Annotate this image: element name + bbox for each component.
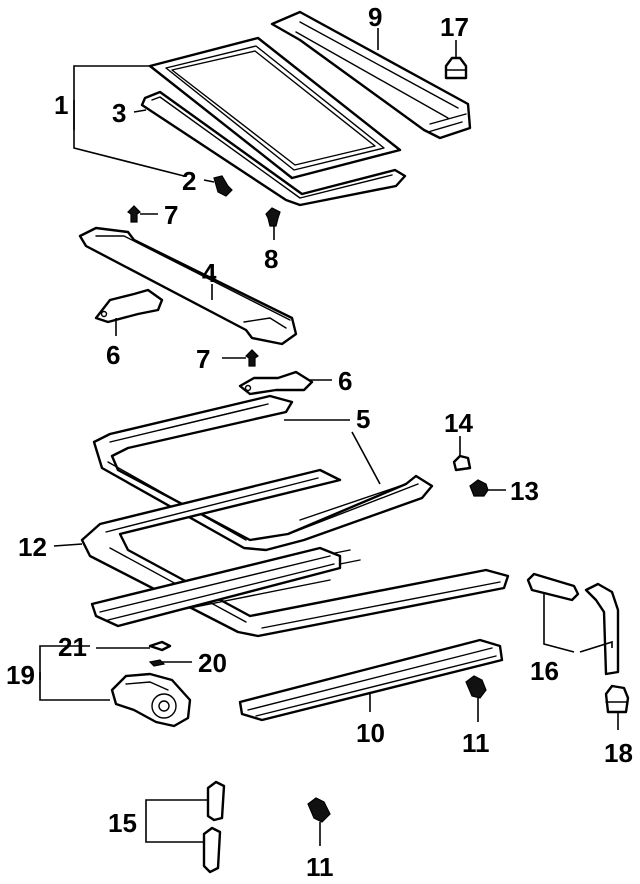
part-bracket-6-right[interactable] xyxy=(238,370,314,396)
callout-17: 17 xyxy=(440,12,469,42)
callout-7-lower: 7 xyxy=(196,344,210,374)
part-side-rail-right[interactable] xyxy=(238,638,504,722)
part-pin-20[interactable] xyxy=(148,659,166,667)
part-bracket-6-left[interactable] xyxy=(94,288,164,324)
callout-13: 13 xyxy=(510,476,539,506)
part-drain-hose-front[interactable] xyxy=(526,572,580,602)
part-clip-2[interactable] xyxy=(213,175,233,197)
part-grommet-18[interactable] xyxy=(604,684,630,714)
part-drain-frame[interactable] xyxy=(92,394,434,552)
part-rear-guide[interactable] xyxy=(270,10,472,140)
callout-19: 19 xyxy=(6,660,35,690)
callout-1: 1 xyxy=(54,90,68,120)
callout-10: 10 xyxy=(356,718,385,748)
callout-labels: 1 3 2 9 17 7 8 4 6 7 6 5 14 13 12 16 18 … xyxy=(6,2,633,882)
callout-3: 3 xyxy=(112,98,126,128)
part-screw-7-lower[interactable] xyxy=(245,349,259,367)
part-clip-11-upper[interactable] xyxy=(465,675,487,699)
part-glass-seal[interactable] xyxy=(140,90,407,207)
part-nut-17[interactable] xyxy=(444,56,468,80)
callout-12: 12 xyxy=(18,532,47,562)
callout-7-upper: 7 xyxy=(164,200,178,230)
part-weatherstrip-lower[interactable] xyxy=(202,826,222,874)
part-drain-hose-rear[interactable] xyxy=(584,582,620,676)
leader-lines xyxy=(39,28,619,846)
callout-6-right: 6 xyxy=(338,366,352,396)
callout-2: 2 xyxy=(182,166,196,196)
callout-11-lower: 11 xyxy=(306,852,334,882)
callout-8: 8 xyxy=(264,244,278,274)
part-deflector[interactable] xyxy=(78,226,298,346)
part-screw-13[interactable] xyxy=(469,479,489,497)
callout-11-upper: 11 xyxy=(462,728,490,758)
part-nut-14[interactable] xyxy=(452,454,472,472)
callout-15: 15 xyxy=(108,808,137,838)
callout-6-left: 6 xyxy=(106,340,120,370)
part-clip-21[interactable] xyxy=(148,640,172,652)
callout-16: 16 xyxy=(530,656,559,686)
callout-9: 9 xyxy=(368,2,382,32)
callout-21: 21 xyxy=(58,632,87,662)
callout-14: 14 xyxy=(444,408,473,438)
part-screw-7-upper[interactable] xyxy=(127,205,141,223)
callout-20: 20 xyxy=(198,648,227,678)
part-glass-panel[interactable] xyxy=(148,36,402,180)
part-side-rail-left[interactable] xyxy=(90,546,342,628)
callout-18: 18 xyxy=(604,738,633,768)
part-bolt-8[interactable] xyxy=(265,207,281,227)
callout-4: 4 xyxy=(202,258,217,288)
part-clip-11-lower[interactable] xyxy=(307,797,331,823)
part-weatherstrip-upper[interactable] xyxy=(206,780,226,822)
part-sunroof-motor[interactable] xyxy=(110,672,192,728)
callout-5: 5 xyxy=(356,404,370,434)
